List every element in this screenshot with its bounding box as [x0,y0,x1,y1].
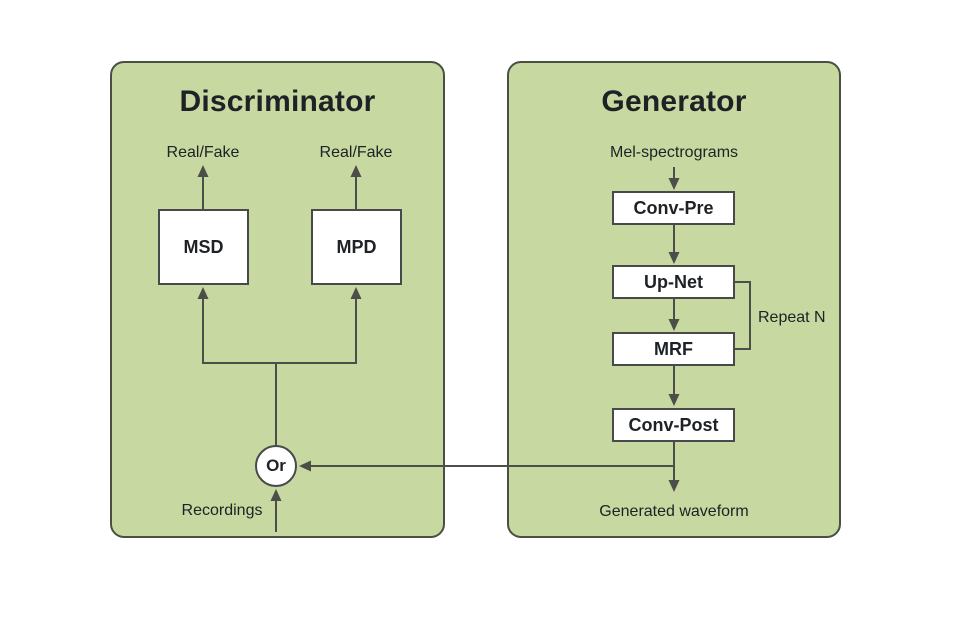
arrowhead-into-or-icon [299,460,311,472]
generated-waveform-label: Generated waveform [599,503,749,520]
up-net-block: Up-Net [612,265,735,299]
arrowhead-into-upnet-icon [668,252,680,264]
conv-pre-block: Conv-Pre [612,191,735,225]
recordings-label: Recordings [181,502,263,519]
mpd-output-label: Real/Fake [319,144,393,161]
repeat-n-label: Repeat N [758,309,826,326]
arrowhead-generated-waveform-icon [668,480,680,492]
or-node: Or [255,445,297,487]
arrowhead-into-msd-icon [197,287,209,299]
generator-title: Generator [601,85,747,118]
msd-output-label: Real/Fake [166,144,240,161]
arrowhead-into-convpost-icon [668,394,680,406]
conv-post-block: Conv-Post [612,408,735,442]
arrowhead-into-convpre-icon [668,178,680,190]
msd-block: MSD [158,209,249,285]
discriminator-title: Discriminator [179,85,376,118]
mrf-block: MRF [612,332,735,366]
mpd-block: MPD [311,209,402,285]
arrowhead-recordings-into-or-icon [270,489,282,501]
repeat-bracket [735,281,751,350]
arrowhead-mpd-output-icon [350,165,362,177]
arrowhead-into-mrf-icon [668,319,680,331]
arrowhead-into-mpd-icon [350,287,362,299]
arrowhead-msd-output-icon [197,165,209,177]
mel-spectrograms-label: Mel-spectrograms [609,144,739,161]
